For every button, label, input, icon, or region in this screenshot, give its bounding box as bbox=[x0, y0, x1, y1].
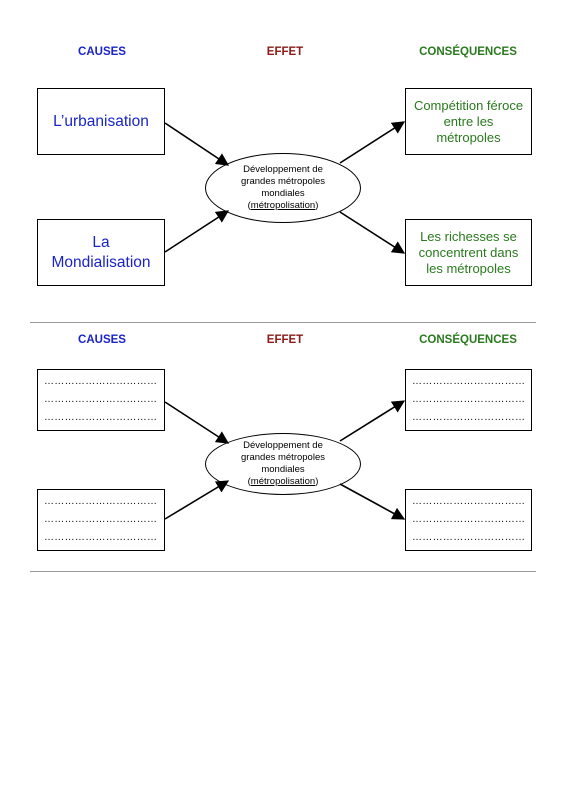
arrow-effect-to-cons2 bbox=[339, 211, 406, 254]
arrow-cause2-to-effect bbox=[164, 480, 230, 520]
cause-blank-box-2[interactable]: …………………………… …………………………… …………………………… bbox=[37, 489, 165, 551]
fill-in-line[interactable]: …………………………… bbox=[412, 412, 526, 423]
effect-line: grandes métropoles bbox=[241, 176, 325, 187]
effect-ellipse: Développement de grandes métropoles mond… bbox=[205, 153, 361, 223]
consequence-box-richesses: Les richesses se concentrent dans les mé… bbox=[405, 219, 532, 286]
causes-header: CAUSES bbox=[78, 334, 126, 346]
arrow-effect-to-cons2 bbox=[339, 483, 406, 520]
effect-underlined-term: métropolisation bbox=[250, 200, 316, 211]
fill-in-line[interactable]: …………………………… bbox=[44, 412, 158, 423]
cause-box-urbanisation: L’urbanisation bbox=[37, 88, 165, 155]
consequence-line: les métropoles bbox=[426, 260, 511, 276]
section-divider bbox=[30, 322, 536, 323]
effect-line: (métropolisation) bbox=[248, 200, 319, 212]
consequence-line: métropoles bbox=[436, 129, 501, 145]
effect-line: (métropolisation) bbox=[248, 476, 319, 488]
consequence-blank-box-1[interactable]: …………………………… …………………………… …………………………… bbox=[405, 369, 532, 431]
causes-header: CAUSES bbox=[78, 46, 126, 58]
cause-label-line: La bbox=[92, 233, 110, 251]
consequence-label: Les richesses se concentrent dans les mé… bbox=[419, 229, 519, 277]
fill-in-line[interactable]: …………………………… bbox=[412, 514, 526, 525]
effect-paren-open: ( bbox=[247, 200, 251, 211]
effect-line: mondiales bbox=[261, 188, 305, 199]
consequence-box-competition: Compétition féroce entre les métropoles bbox=[405, 88, 532, 155]
effect-line: grandes métropoles bbox=[241, 452, 325, 463]
effect-paren-close: ) bbox=[315, 200, 319, 211]
effect-line: Développement de bbox=[243, 440, 323, 451]
effect-line: Développement de bbox=[243, 164, 323, 175]
arrow-effect-to-cons1 bbox=[339, 121, 406, 164]
fill-in-line[interactable]: …………………………… bbox=[44, 496, 158, 507]
effect-paren-open: ( bbox=[247, 476, 251, 487]
arrow-effect-to-cons1 bbox=[339, 400, 406, 442]
effet-header: EFFET bbox=[266, 334, 304, 346]
fill-in-line[interactable]: …………………………… bbox=[44, 394, 158, 405]
consequences-header: CONSÉQUENCES bbox=[419, 334, 517, 346]
fill-in-line[interactable]: …………………………… bbox=[412, 496, 526, 507]
fill-in-line[interactable]: …………………………… bbox=[412, 394, 526, 405]
filled-diagram: CAUSES EFFET CONSÉQUENCES L’urbanisation… bbox=[0, 0, 566, 330]
effect-line: mondiales bbox=[261, 464, 305, 475]
effect-underlined-term: métropolisation bbox=[250, 476, 316, 487]
fill-in-line[interactable]: …………………………… bbox=[44, 532, 158, 543]
cause-box-mondialisation: La Mondialisation bbox=[37, 219, 165, 286]
consequence-line: Compétition féroce bbox=[413, 97, 524, 113]
arrow-cause1-to-effect bbox=[164, 401, 230, 444]
arrow-cause2-to-effect bbox=[164, 210, 230, 253]
consequence-line: concentrent dans bbox=[418, 244, 519, 260]
consequence-blank-box-2[interactable]: …………………………… …………………………… …………………………… bbox=[405, 489, 532, 551]
cause-label-line: Mondialisation bbox=[51, 253, 151, 271]
cause-label: La Mondialisation bbox=[51, 233, 150, 273]
consequence-line: Les richesses se bbox=[420, 228, 517, 244]
fill-in-line[interactable]: …………………………… bbox=[412, 376, 526, 387]
effect-paren-close: ) bbox=[315, 476, 319, 487]
arrow-cause1-to-effect bbox=[164, 122, 230, 166]
consequences-header: CONSÉQUENCES bbox=[419, 46, 517, 58]
effet-header: EFFET bbox=[266, 46, 304, 58]
effect-ellipse: Développement de grandes métropoles mond… bbox=[205, 433, 361, 495]
consequence-line: entre les bbox=[443, 113, 494, 129]
fill-in-line[interactable]: …………………………… bbox=[412, 532, 526, 543]
section-divider bbox=[30, 571, 536, 572]
cause-blank-box-1[interactable]: …………………………… …………………………… …………………………… bbox=[37, 369, 165, 431]
fill-in-line[interactable]: …………………………… bbox=[44, 514, 158, 525]
cause-label: L’urbanisation bbox=[53, 112, 149, 130]
blank-diagram: CAUSES EFFET CONSÉQUENCES …………………………… ……… bbox=[0, 330, 566, 580]
fill-in-line[interactable]: …………………………… bbox=[44, 376, 158, 387]
consequence-label: Compétition féroce entre les métropoles bbox=[414, 98, 523, 146]
